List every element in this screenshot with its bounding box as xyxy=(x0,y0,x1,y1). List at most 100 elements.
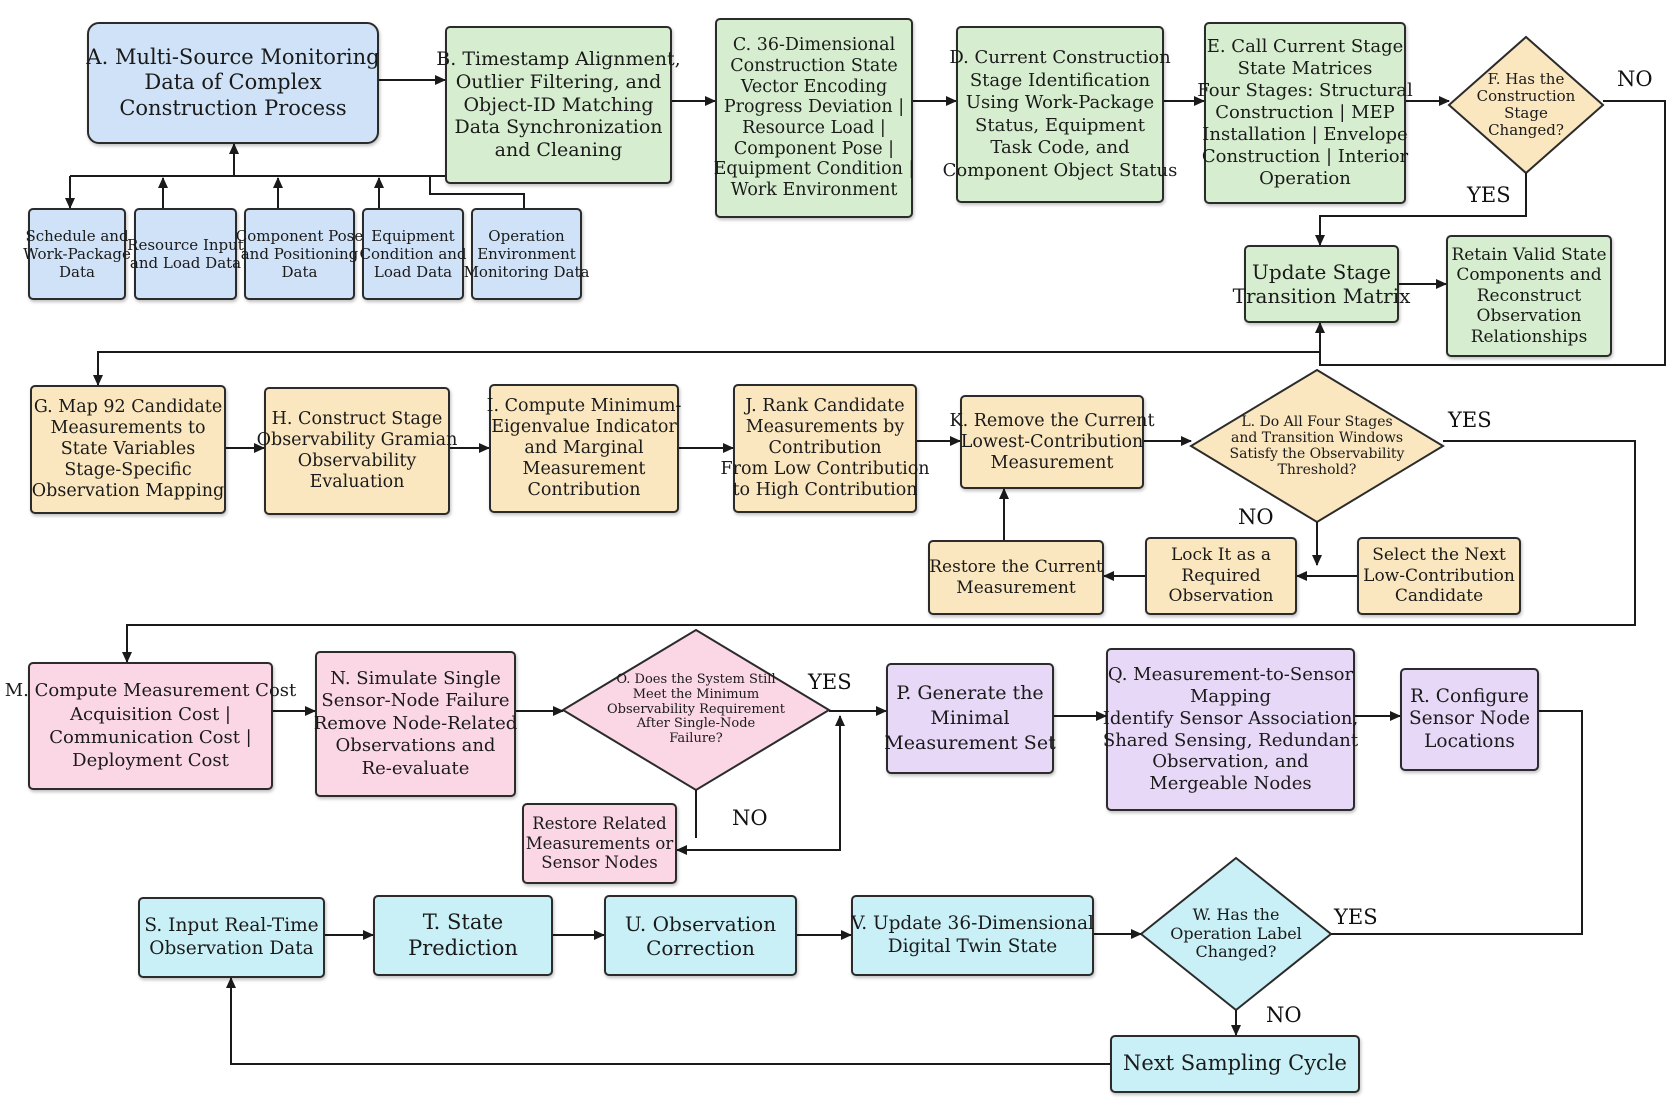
node-text-line: Progress Deviation | xyxy=(723,97,905,118)
node-text-line: Observation, and xyxy=(1152,751,1309,773)
node-text-line: Environment xyxy=(477,245,576,263)
node-text-line: Digital Twin State xyxy=(887,935,1058,957)
node-text-line: Operation Label xyxy=(1170,923,1302,943)
node-text-line: Measurement Set xyxy=(884,731,1056,754)
node-text-line: Meet the Minimum xyxy=(632,686,760,702)
node-text-line: State Matrices xyxy=(1237,58,1373,80)
node-text-line: I. Compute Minimum- xyxy=(486,396,682,416)
node-text-line: After Single-Node xyxy=(636,716,756,732)
node-text-line: Status, Equipment xyxy=(975,114,1145,136)
node-text-line: Construction State xyxy=(730,56,898,77)
node-next-sampling-cycle: Next Sampling Cycle xyxy=(1110,1035,1360,1093)
node-text-line: W. Has the xyxy=(1192,905,1280,925)
node-text-line: Component Object Status xyxy=(942,159,1178,181)
node-text-line: Observability xyxy=(297,451,417,471)
label-f-yes: YES xyxy=(1467,183,1511,207)
node-text-line: Load Data xyxy=(373,263,453,281)
node-b-timestamp-alignment: B. Timestamp Alignment,Outlier Filtering… xyxy=(436,26,681,184)
node-text-line: Observation xyxy=(1476,306,1582,327)
node-text-line: Observation Mapping xyxy=(31,481,225,501)
node-text-line: C. 36-Dimensional xyxy=(732,35,896,56)
node-text-line: State Variables xyxy=(60,439,196,459)
node-text-line: Measurement xyxy=(956,577,1076,598)
node-text-line: Relationships xyxy=(1470,326,1588,347)
node-text-line: N. Simulate Single xyxy=(330,667,501,689)
node-text-line: Remove Node-Related xyxy=(313,712,518,734)
node-text-line: O. Does the System Still xyxy=(616,671,776,687)
node-text-line: Required xyxy=(1181,565,1261,586)
node-text-line: Equipment xyxy=(371,227,455,245)
node-text-line: Shared Sensing, Redundant xyxy=(1102,729,1359,751)
connector-update-to-g xyxy=(93,323,1321,386)
node-text-line: Measurements or xyxy=(525,833,674,853)
label-f-no: NO xyxy=(1617,67,1653,91)
node-text-line: Evaluation xyxy=(309,472,405,492)
node-text-line: Locations xyxy=(1424,730,1515,752)
node-text-line: Measurements by xyxy=(745,417,905,437)
label-o-yes: YES xyxy=(808,670,852,694)
node-text-line: Correction xyxy=(646,935,755,960)
node-text-line: Low-Contribution xyxy=(1363,565,1515,586)
node-text-line: Restore the Current xyxy=(929,557,1103,578)
node-text-line: Update Stage xyxy=(1252,260,1391,284)
node-text-line: Components and xyxy=(1456,265,1602,286)
connector-next-to-s xyxy=(226,977,1110,1065)
node-text-line: Resource Load | xyxy=(742,118,886,138)
node-text-line: Changed? xyxy=(1488,121,1564,140)
node-text-line: U. Observation xyxy=(624,911,777,936)
node-text-line: Satisfy the Observability xyxy=(1229,446,1405,462)
node-text-line: Restore Related xyxy=(532,813,667,833)
node-text-line: Observation xyxy=(1168,586,1274,607)
connector-environment-to-bus xyxy=(429,176,525,208)
node-text-line: Object-ID Matching xyxy=(463,93,654,116)
node-text-line: Next Sampling Cycle xyxy=(1123,1051,1347,1076)
label-w-no: NO xyxy=(1266,1003,1302,1027)
node-text-line: Work-Package xyxy=(23,245,131,263)
node-text-line: A. Multi-Source Monitoring xyxy=(86,45,380,70)
label-o-no: NO xyxy=(732,806,768,830)
node-text-line: Transition Matrix xyxy=(1232,284,1411,308)
node-text-line: Schedule and xyxy=(25,227,129,245)
node-text-line: Communication Cost | xyxy=(49,727,252,748)
node-text-line: and Load Data xyxy=(129,254,242,272)
node-text-line: Observations and xyxy=(335,735,496,757)
node-text-line: Component Pose xyxy=(235,227,364,245)
label-w-yes: YES xyxy=(1334,905,1378,929)
connector-f-yes-to-update xyxy=(1315,173,1527,246)
connector-r-to-w-yes xyxy=(1331,710,1583,935)
node-text-line: Resource Input xyxy=(127,236,244,254)
node-text-line: Candidate xyxy=(1394,586,1484,607)
node-text-line: Minimal xyxy=(930,707,1010,730)
node-text-line: B. Timestamp Alignment, xyxy=(436,48,681,70)
node-text-line: G. Map 92 Candidate xyxy=(33,397,223,417)
node-text-line: Observation Data xyxy=(149,937,314,959)
node-text-line: Component Pose | xyxy=(733,138,895,159)
node-text-line: Threshold? xyxy=(1277,462,1357,479)
node-text-line: Data xyxy=(281,263,318,281)
node-text-line: Prediction xyxy=(408,935,518,960)
node-text-line: Sensor-Node Failure xyxy=(321,690,510,712)
node-text-line: Changed? xyxy=(1195,942,1277,962)
node-text-line: T. State xyxy=(422,910,504,935)
node-text-line: and Positioning xyxy=(240,245,359,263)
